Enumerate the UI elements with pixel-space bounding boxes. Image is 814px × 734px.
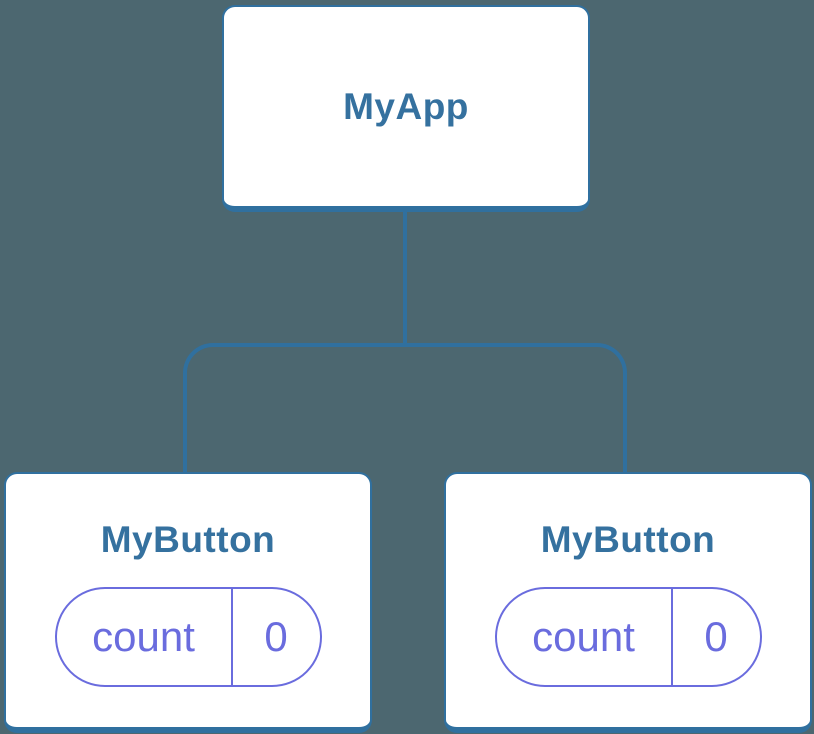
state-pill-right: count 0 xyxy=(494,587,762,687)
node-child-right-mybutton: MyButton count 0 xyxy=(444,472,812,733)
node-child-left-label: MyButton xyxy=(100,519,276,560)
node-root-myapp: MyApp xyxy=(222,5,590,212)
connector-branch xyxy=(183,343,627,472)
state-pill-right-name: count xyxy=(497,589,673,685)
state-pill-left: count 0 xyxy=(54,587,322,687)
state-pill-left-value: 0 xyxy=(264,613,288,660)
state-pill-left-name: count xyxy=(57,589,233,685)
state-pill-right-value: 0 xyxy=(704,613,728,660)
node-child-right-label: MyButton xyxy=(540,519,716,560)
node-root-label: MyApp xyxy=(343,85,469,127)
node-child-left-mybutton: MyButton count 0 xyxy=(4,472,372,733)
connector-root-stem xyxy=(403,211,407,347)
